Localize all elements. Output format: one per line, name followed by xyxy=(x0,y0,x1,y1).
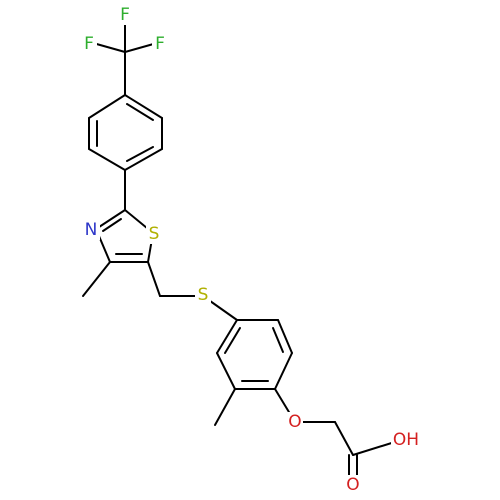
sulfur-label: S xyxy=(149,224,160,244)
bond-ring2 xyxy=(216,319,238,354)
fluorine-label: F xyxy=(155,34,165,54)
bond-ring1 xyxy=(124,94,163,119)
bond-lines xyxy=(82,16,399,483)
bond-ring1 xyxy=(124,148,163,171)
fluorine-atom-left: F xyxy=(82,34,97,54)
hydroxyl-label: OH xyxy=(393,430,419,450)
bond-ring1 xyxy=(88,94,126,119)
bond-ring2 xyxy=(274,352,293,390)
bond-ring1-inner xyxy=(126,146,154,162)
fluorine-atom-right: F xyxy=(152,34,167,54)
bond-c-oh xyxy=(352,440,399,456)
bond-thiazole-inner xyxy=(102,218,122,232)
fluorine-label: F xyxy=(120,5,130,25)
hydroxyl-group: OH xyxy=(391,429,421,451)
bond-ring1-inner xyxy=(126,103,154,121)
bond-c-f-left xyxy=(92,42,126,53)
fluorine-atom-top: F xyxy=(118,5,133,25)
bond-c-f-right xyxy=(124,42,158,53)
oxygen-atom-carbonyl: O xyxy=(344,475,361,495)
bond-ring2-inner xyxy=(272,327,284,353)
bond-ring2 xyxy=(277,319,293,354)
bond-thiazole-methyl xyxy=(82,261,111,297)
bond-ring2-inner xyxy=(224,327,241,354)
bond-aryl-methyl xyxy=(214,388,236,426)
fluorine-label: F xyxy=(84,34,94,54)
atom-labels: F F F N S S O O xyxy=(82,5,421,495)
bond-ring1 xyxy=(88,148,126,171)
bond-ch2-c xyxy=(334,421,354,456)
sulfur-atom-ring: S xyxy=(146,224,161,244)
nitrogen-atom: N xyxy=(83,220,100,240)
bond-thiazole xyxy=(95,209,126,230)
oxygen-label: O xyxy=(346,475,359,495)
sulfur-label: S xyxy=(198,285,209,305)
sulfur-atom-thioether: S xyxy=(195,285,211,305)
oxygen-label: O xyxy=(288,412,301,432)
bond-ring2 xyxy=(216,352,236,390)
bond-ch2 xyxy=(147,261,161,297)
oxygen-atom-ether: O xyxy=(286,412,303,432)
nitrogen-label: N xyxy=(85,220,98,240)
